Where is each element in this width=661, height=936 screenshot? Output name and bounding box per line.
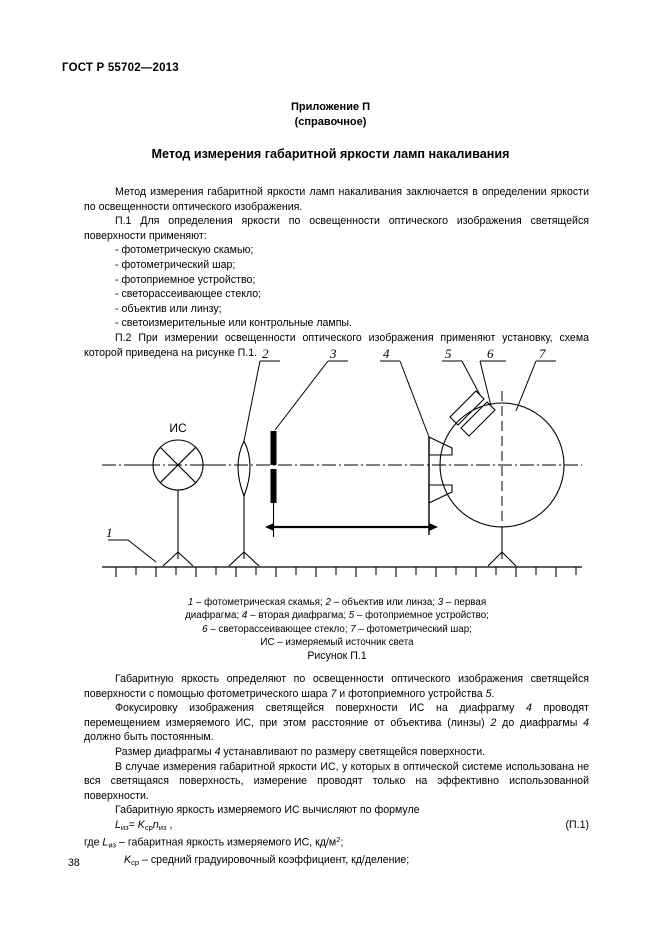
formula-n: n [152, 818, 159, 831]
item-ref: 5 [485, 687, 492, 700]
callout-leaders [108, 360, 556, 563]
caption-ref: 3 [437, 597, 444, 608]
first-diaphragm [270, 431, 277, 537]
body-text: проводят перемещением измеряемого ИС, пр… [84, 702, 589, 729]
intro-paragraph-1: Метод измерения габаритной яркости ламп … [84, 186, 589, 213]
where-text: – габаритная яркость измеряемого ИС, кд/… [116, 836, 337, 849]
annex-title: Приложение П [290, 101, 371, 113]
intro-section: Метод измерения габаритной яркости ламп … [84, 185, 589, 360]
light-source-label: ИС [169, 421, 187, 435]
where-text: – средний градуировочный коэффициент, кд… [139, 853, 410, 866]
formula-K-sub: ср [144, 822, 153, 832]
body-paragraph-4: В случае измерения габаритной яркости ИС… [84, 760, 589, 802]
formula-L: L [115, 818, 121, 831]
body-paragraph-5: Габаритную яркость измеряемого ИС вычисл… [115, 804, 420, 817]
annex-heading: Приложение П (справочное) [0, 100, 661, 130]
body-text: Фокусировку изображения светящейся повер… [115, 702, 527, 715]
caption-line-3: 6 – светорассеивающее стекло; 7 – фотоме… [84, 623, 590, 636]
body-paragraph-2: Фокусировку изображения светящейся повер… [84, 701, 589, 745]
list-item: - объектив или линзу; [115, 302, 222, 315]
list-item: - светорассеивающее стекло; [115, 288, 262, 301]
callout-3: 3 [329, 346, 337, 361]
where-text: ; [340, 836, 344, 849]
body-text: . [491, 687, 495, 700]
callout-1: 1 [106, 525, 113, 540]
item-ref: 7 [330, 687, 337, 700]
item-ref: 4 [583, 716, 590, 729]
caption-text: – фотометрическая скамья; [193, 597, 326, 608]
caption-ref: 5 [348, 610, 355, 622]
list-item: - фотометрический шар; [115, 258, 236, 271]
where-prefix: где [84, 836, 103, 849]
caption-text: – вторая диафрагма; [247, 610, 349, 622]
annex-subtitle: (справочное) [294, 116, 367, 128]
caption-ref: 7 [350, 623, 356, 635]
list-item: - фотоприемное устройство; [115, 273, 256, 286]
callout-5: 5 [445, 346, 452, 361]
where-line-K: Kср – средний градуировочный коэффициент… [84, 853, 589, 870]
formula-expression: Lиз= Kсрnиз , [115, 818, 172, 835]
where-line-L: где Lиз – габаритная яркость измеряемого… [84, 833, 589, 853]
light-source-symbol [124, 439, 224, 567]
caption-text: диафрагма; [185, 610, 242, 622]
body-paragraph-1: Габаритную яркость определяют по освещен… [84, 672, 589, 701]
symbol-K-sub: ср [131, 857, 140, 867]
second-diaphragm [428, 436, 453, 535]
unit-exponent: 2 [336, 834, 341, 844]
symbol-K: K [124, 853, 132, 866]
intro-paragraph-2: П.1 Для определения яркости по освещенно… [84, 215, 589, 242]
body-text: до диафрагмы [496, 716, 584, 729]
figure-schematic-diagram: 1 2 3 4 5 6 7 ИС [84, 345, 590, 590]
objective-lens-symbol [228, 439, 260, 567]
symbol-L-sub: из [108, 840, 117, 850]
caption-ref: 4 [241, 610, 248, 622]
caption-text: – первая [443, 597, 487, 608]
callout-2: 2 [262, 346, 269, 361]
caption-line-2: диафрагма; 4 – вторая диафрагма; 5 – фот… [84, 609, 590, 622]
caption-text: – объектив или линза; [330, 597, 438, 608]
figure-caption: 1 – фотометрическая скамья; 2 – объектив… [84, 596, 590, 650]
list-item: - светоизмерительные или контрольные лам… [115, 317, 352, 330]
intro-paragraph-3: П.2 При измерении освещенности оптическо… [84, 331, 589, 359]
photodetector-tube [449, 390, 485, 426]
page-number: 38 [68, 857, 80, 869]
diffusing-glass-tube [460, 401, 496, 437]
figure-number: Рисунок П.1 [307, 650, 367, 662]
symbol-L: L [102, 836, 109, 849]
body-text: должно быть постоянным. [84, 731, 214, 744]
list-item: - фотометрическую скамью; [115, 244, 254, 257]
formula-n-sub: из [158, 822, 167, 832]
callout-6: 6 [487, 346, 494, 361]
caption-line-1: 1 – фотометрическая скамья; 2 – объектив… [84, 596, 590, 609]
formula-row: Lиз= Kсрnиз , (П.1) [84, 818, 589, 833]
body-paragraph-3: Размер диафрагмы 4 устанавливают по разм… [84, 745, 589, 760]
caption-ref: 1 [187, 597, 194, 608]
item-ref: 4 [214, 745, 221, 758]
caption-text: – фотоприемное устройство; [354, 610, 489, 622]
body-text: Размер диафрагмы [115, 745, 215, 758]
item-ref: 2 [490, 716, 497, 729]
callout-4: 4 [383, 346, 390, 361]
standard-code-header: ГОСТ Р 55702—2013 [62, 62, 179, 74]
formula-K: K [137, 818, 145, 831]
formula-L-sub: из [120, 822, 129, 832]
callout-7: 7 [539, 346, 546, 361]
formula-tail: , [166, 818, 173, 831]
item-ref: 4 [526, 702, 532, 715]
bench-ruler-ticks [115, 567, 577, 577]
caption-text: – светорассеивающее стекло; [207, 623, 351, 635]
body-text: и фотоприемного устройства [336, 687, 486, 700]
caption-line-4: ИС – измеряемый источник света [260, 637, 414, 649]
caption-ref: 2 [325, 597, 331, 608]
caption-ref: 6 [202, 623, 208, 635]
caption-text: – фотометрический шар; [355, 623, 472, 635]
page-title: Метод измерения габаритной яркости ламп … [151, 147, 510, 161]
body-text: Габаритную яркость определяют по освещен… [84, 673, 589, 700]
formula-equals: = [128, 818, 138, 831]
body-text: устанавливают по размеру светящейся пове… [220, 745, 486, 758]
formula-number: (П.1) [565, 818, 589, 831]
body-section: Габаритную яркость определяют по освещен… [84, 672, 589, 870]
photometric-sphere [439, 391, 565, 567]
